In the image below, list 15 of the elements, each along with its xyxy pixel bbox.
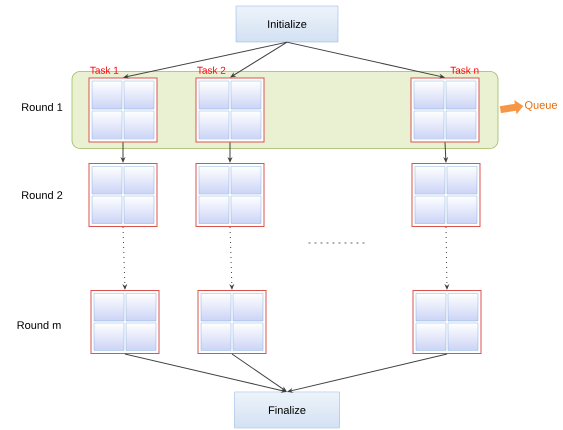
task-label: Task 1 <box>90 66 118 74</box>
row-label: Round 2 <box>22 190 62 200</box>
process-box: Finalize <box>234 392 340 428</box>
grid-box <box>90 290 160 354</box>
row-label: Round m <box>18 320 61 330</box>
grid-box <box>412 290 482 354</box>
process-box: Initialize <box>236 6 338 42</box>
grid-box <box>412 163 480 227</box>
grid-box <box>196 163 264 227</box>
task-label: Task 2 <box>197 66 226 74</box>
task-label: Task n <box>450 66 478 74</box>
grid-box <box>88 163 158 227</box>
grid-box <box>198 290 266 354</box>
queue-label: Queue <box>525 101 558 111</box>
row-label: Round 1 <box>22 102 62 112</box>
